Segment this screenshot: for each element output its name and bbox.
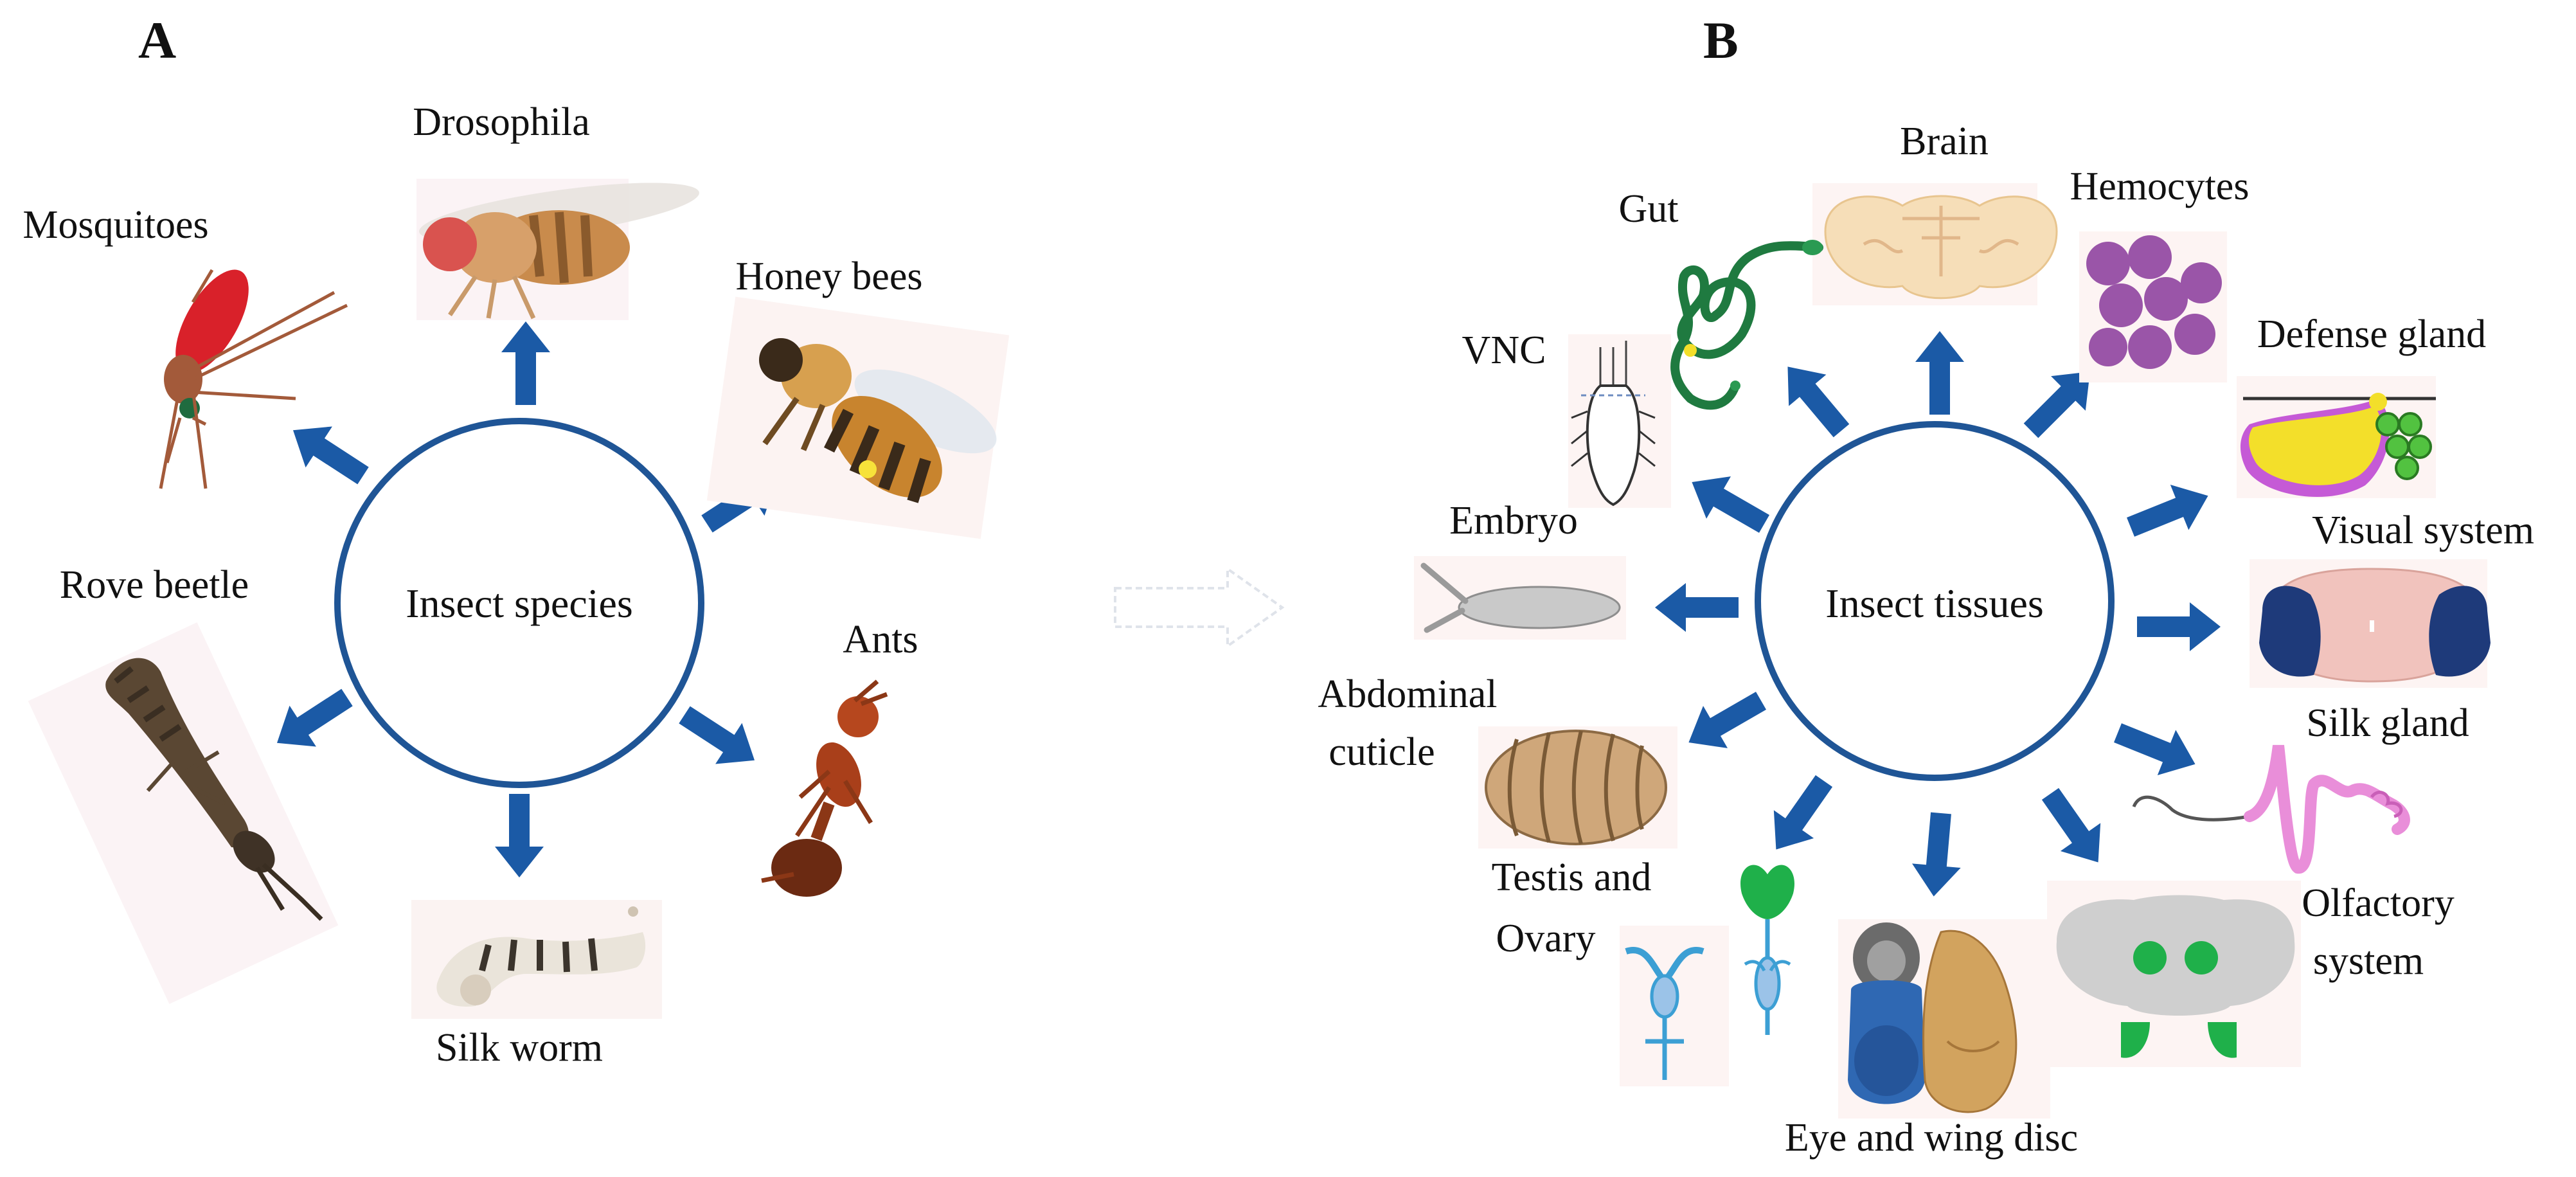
tissue-defense-gland: Defense gland <box>2237 312 2486 498</box>
testis-ovary-label-line2: Ovary <box>1496 917 1596 960</box>
arrow-to-defense-gland <box>2121 473 2217 550</box>
defense-gland-icon <box>2237 376 2436 498</box>
drosophila-label: Drosophila <box>413 100 590 144</box>
gut-label: Gut <box>1619 187 1679 231</box>
panel-a-letter: A <box>138 11 176 69</box>
species-rove-beetle: Rove beetle <box>28 563 339 1004</box>
species-mosquitoes: Mosquitoes <box>22 203 348 489</box>
rove-beetle-label: Rove beetle <box>60 563 249 607</box>
species-hub-circle <box>334 418 704 788</box>
vnc-label: VNC <box>1462 328 1546 372</box>
olfactory-system-icon <box>2047 881 2301 1067</box>
silkworm-icon <box>411 900 662 1019</box>
arrow-to-embryo <box>1655 583 1739 632</box>
olfactory-label-line2: system <box>2313 939 2424 983</box>
species-silk-worm: Silk worm <box>411 900 662 1070</box>
tissue-hemocytes: Hemocytes <box>2070 165 2250 382</box>
honey-bees-label: Honey bees <box>736 255 923 298</box>
hemocytes-label: Hemocytes <box>2070 165 2250 208</box>
panel-b-letter: B <box>1703 11 1739 69</box>
arrow-to-brain <box>1915 331 1964 415</box>
honey-bee-icon <box>706 296 1010 539</box>
panel-a: A Insect species Drosophila Honey bees <box>22 11 1010 1070</box>
mosquitoes-label: Mosquitoes <box>22 203 208 247</box>
arrow-to-vnc <box>1679 461 1776 545</box>
arrow-to-ants <box>671 694 768 781</box>
tissue-eye-wing-disc: Eye and wing disc <box>1785 919 2078 1160</box>
embryo-label: Embryo <box>1449 499 1578 543</box>
arrow-to-abdominal-cuticle <box>1676 679 1773 764</box>
gut-icon <box>1670 240 1823 410</box>
tissue-silk-gland: Silk gland <box>2132 701 2469 874</box>
tissues-hub-label: Insect tissues <box>1825 580 2044 626</box>
tissues-hub-circle <box>1755 421 2115 781</box>
ant-icon <box>761 679 888 897</box>
abdominal-cuticle-label-line1: Abdominal <box>1318 672 1498 716</box>
arrow-to-drosophila <box>501 321 550 405</box>
species-honey-bees: Honey bees <box>706 255 1010 539</box>
rove-beetle-icon <box>28 622 339 1004</box>
silk-gland-icon <box>2132 744 2410 874</box>
arrow-to-testis-ovary <box>1756 767 1845 864</box>
tissue-vnc: VNC <box>1462 328 1671 508</box>
hemocytes-icon <box>2079 231 2227 382</box>
defense-gland-label: Defense gland <box>2257 312 2486 356</box>
fruit-fly-icon <box>416 179 699 320</box>
brain-label: Brain <box>1900 120 1989 163</box>
tissue-abdominal-cuticle: Abdominal cuticle <box>1318 672 1677 849</box>
species-drosophila: Drosophila <box>413 100 699 320</box>
species-ants: Ants <box>761 618 918 897</box>
abdominal-cuticle-label-line2: cuticle <box>1328 730 1435 774</box>
arrow-to-silk-gland <box>2108 710 2205 787</box>
eye-wing-disc-icon <box>1838 919 2050 1119</box>
silk-worm-label: Silk worm <box>436 1026 603 1070</box>
arrow-to-gut <box>1769 350 1861 447</box>
arrow-to-mosquitoes <box>280 409 377 496</box>
ants-label: Ants <box>843 618 918 661</box>
tissue-gut: Gut <box>1619 187 1823 410</box>
arrow-to-eye-wing-disc <box>1909 811 1965 899</box>
visual-system-label: Visual system <box>2312 508 2534 552</box>
mosquito-icon <box>159 269 348 489</box>
embryo-icon <box>1414 556 1626 640</box>
olfactory-label-line1: Olfactory <box>2302 881 2455 925</box>
arrow-to-visual-system <box>2137 602 2221 651</box>
vnc-icon <box>1568 334 1671 508</box>
tissue-olfactory-system: Olfactory system <box>2047 881 2455 1067</box>
abdominal-cuticle-icon <box>1478 726 1677 849</box>
tissue-visual-system: Visual system <box>2250 508 2534 688</box>
eye-wing-disc-label: Eye and wing disc <box>1785 1116 2078 1160</box>
tissue-brain: Brain <box>1812 120 2058 305</box>
silk-gland-label: Silk gland <box>2306 701 2469 745</box>
arrow-to-silk-worm <box>495 794 544 877</box>
arrow-to-rove-beetle <box>264 677 361 764</box>
testis-ovary-label-line1: Testis and <box>1492 856 1652 899</box>
brain-icon <box>1812 183 2058 305</box>
species-hub-label: Insect species <box>406 580 633 626</box>
tissue-embryo: Embryo <box>1414 499 1626 640</box>
testis-ovary-icon <box>1620 865 1794 1086</box>
panel-b: B Insect tissues Brain Hemocytes <box>1318 11 2534 1160</box>
visual-system-icon <box>2250 559 2491 688</box>
tissue-testis-ovary: Testis and Ovary <box>1492 856 1794 1086</box>
panel-connector-arrow <box>1114 566 1285 649</box>
arrow-to-olfactory-system <box>2030 780 2118 877</box>
